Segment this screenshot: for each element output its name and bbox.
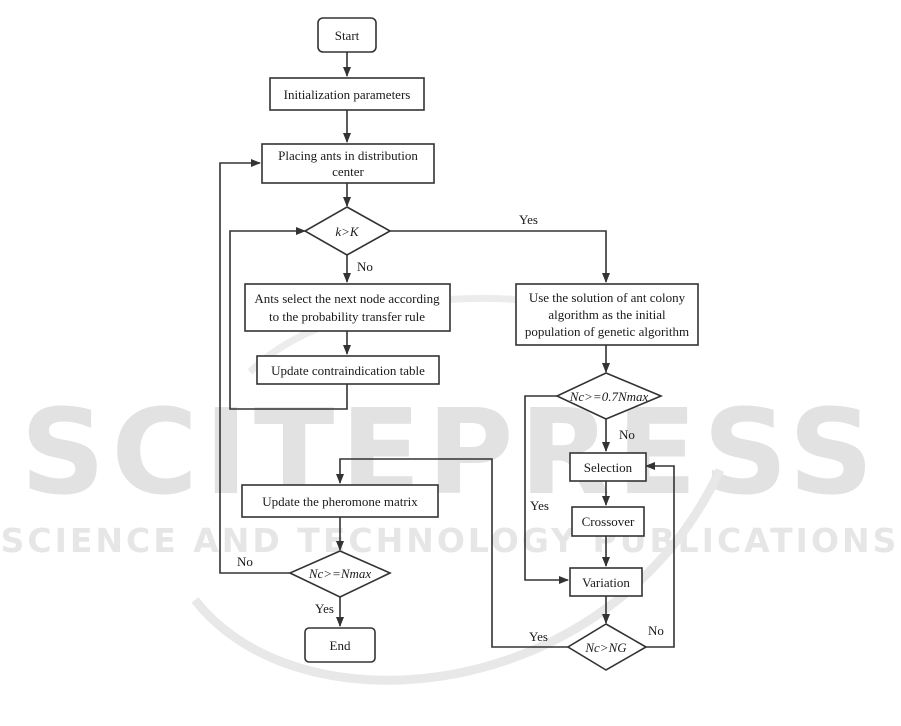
connectors <box>219 52 675 648</box>
label-ncnmax-yes: Yes <box>315 601 334 616</box>
decision-nc-ng-label: Nc>NG <box>584 640 627 655</box>
node-init: Initialization parameters <box>269 77 425 111</box>
decision-k-label: k>K <box>335 224 360 239</box>
node-start-label: Start <box>335 28 360 43</box>
node-variation-label: Variation <box>582 575 630 590</box>
node-contra: Update contraindication table <box>256 355 440 385</box>
edge-k-yes <box>390 230 610 283</box>
decision-nc-ng: Nc>NG <box>566 623 648 671</box>
node-crossover: Crossover <box>571 506 645 537</box>
node-variation: Variation <box>569 567 643 597</box>
node-placing: Placing ants in distribution center <box>261 143 435 184</box>
decision-nc-07: Nc>=0.7Nmax <box>555 372 664 420</box>
label-k-no: No <box>357 259 373 274</box>
label-ncng-no: No <box>648 623 664 638</box>
node-pheromone: Update the pheromone matrix <box>241 484 439 518</box>
node-select-line1: Ants select the next node according <box>254 291 440 306</box>
node-placing-line2: center <box>332 164 364 179</box>
node-aco-line1: Use the solution of ant colony <box>529 290 686 305</box>
label-nc07-yes: Yes <box>530 498 549 513</box>
node-crossover-label: Crossover <box>582 514 635 529</box>
node-select: Ants select the next node according to t… <box>244 283 451 332</box>
watermark-tagline: SCIENCE AND TECHNOLOGY PUBLICATIONS <box>1 521 900 560</box>
decision-nc-07-label: Nc>=0.7Nmax <box>569 389 649 404</box>
node-contra-label: Update contraindication table <box>271 363 425 378</box>
node-start: Start <box>317 17 377 53</box>
label-ncng-yes: Yes <box>529 629 548 644</box>
node-end-label: End <box>330 638 351 653</box>
node-aco-solution: Use the solution of ant colony algorithm… <box>515 283 699 346</box>
edge-labels: Yes No No Yes No Yes No Yes <box>237 212 664 644</box>
label-nc07-no: No <box>619 427 635 442</box>
node-end: End <box>304 627 376 663</box>
node-placing-line1: Placing ants in distribution <box>278 148 418 163</box>
watermark-swoosh <box>191 468 725 685</box>
node-aco-line3: population of genetic algorithm <box>525 324 689 339</box>
node-selection-label: Selection <box>584 460 633 475</box>
node-aco-line2: algorithm as the initial <box>548 307 666 322</box>
edge-ncnmax-no <box>219 159 290 574</box>
decision-k: k>K <box>303 206 392 256</box>
node-init-label: Initialization parameters <box>284 87 411 102</box>
publisher-watermark: SCITEPRESS SCIENCE AND TECHNOLOGY PUBLIC… <box>1 294 900 685</box>
edge-ncng-yes <box>336 458 568 648</box>
edge-ncng-no <box>645 462 675 648</box>
node-select-line2: to the probability transfer rule <box>269 309 425 324</box>
label-k-yes: Yes <box>519 212 538 227</box>
label-ncnmax-no: No <box>237 554 253 569</box>
decision-nc-nmax-label: Nc>=Nmax <box>308 566 372 581</box>
watermark-logo: SCITEPRESS <box>20 383 879 521</box>
decision-nc-nmax: Nc>=Nmax <box>288 550 392 598</box>
node-selection: Selection <box>569 452 647 482</box>
edge-contra-loop <box>229 227 348 410</box>
edge-nc07-yes <box>524 395 569 584</box>
node-pheromone-label: Update the pheromone matrix <box>262 494 418 509</box>
